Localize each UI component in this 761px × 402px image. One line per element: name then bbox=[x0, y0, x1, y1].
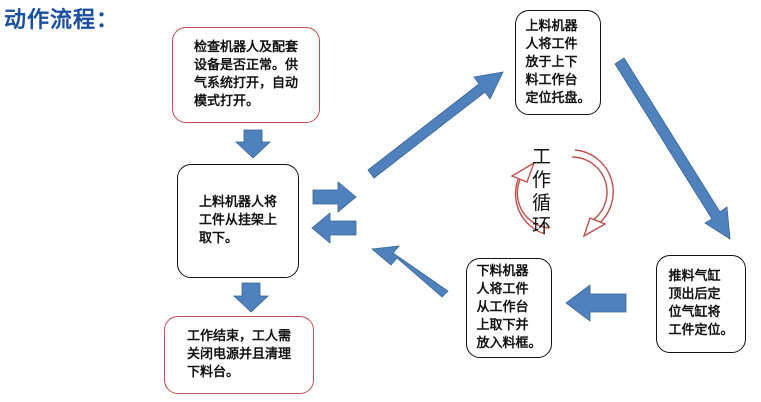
cycle-char-2: 作 bbox=[532, 169, 552, 191]
arrow-diag-up bbox=[367, 71, 504, 179]
cycle-char-1: 工 bbox=[532, 146, 552, 168]
arrow-right-1 bbox=[312, 181, 357, 213]
step-check-text: 检查机器人及配套 设备是否正常。供 气系统打开，自动 模式打开。 bbox=[193, 40, 298, 109]
step-finish-box: 工作结束，工人需 关闭电源并且清理 下料台。 bbox=[164, 316, 314, 394]
step-place-text: 上料机器 人将工件 放于上下 料工作台 定位托盘。 bbox=[525, 18, 591, 106]
arrow-diag-down bbox=[614, 57, 731, 240]
step-pick-text: 上料机器人将 工件从挂架上 取下。 bbox=[198, 195, 277, 246]
step-finish-text: 工作结束，工人需 关闭电源并且清理 下料台。 bbox=[186, 329, 291, 380]
step-pick-box: 上料机器人将 工件从挂架上 取下。 bbox=[177, 164, 299, 278]
arrow-left-1 bbox=[311, 212, 357, 244]
step-push-box: 推料气缸 顶出后定 位气缸将 工件定位。 bbox=[656, 255, 746, 353]
step-push-text: 推料气缸 顶出后定 位气缸将 工件定位。 bbox=[668, 269, 734, 338]
arrow-down-1 bbox=[234, 129, 272, 159]
step-unload-box: 下料机器 人将工件 从工作台 上取下并 放入料框。 bbox=[466, 258, 552, 358]
page-title: 动作流程： bbox=[4, 7, 120, 33]
cycle-char-3: 循 bbox=[532, 192, 552, 214]
arrow-down-2 bbox=[232, 282, 270, 313]
step-check-box: 检查机器人及配套 设备是否正常。供 气系统打开，自动 模式打开。 bbox=[172, 27, 320, 123]
arrow-left-2 bbox=[565, 284, 627, 322]
step-place-box: 上料机器 人将工件 放于上下 料工作台 定位托盘。 bbox=[515, 10, 601, 115]
cycle-char-4: 环 bbox=[532, 215, 552, 237]
arrow-diag-up-left bbox=[371, 245, 449, 298]
step-unload-text: 下料机器 人将工件 从工作台 上取下并 放入料框。 bbox=[476, 264, 542, 351]
